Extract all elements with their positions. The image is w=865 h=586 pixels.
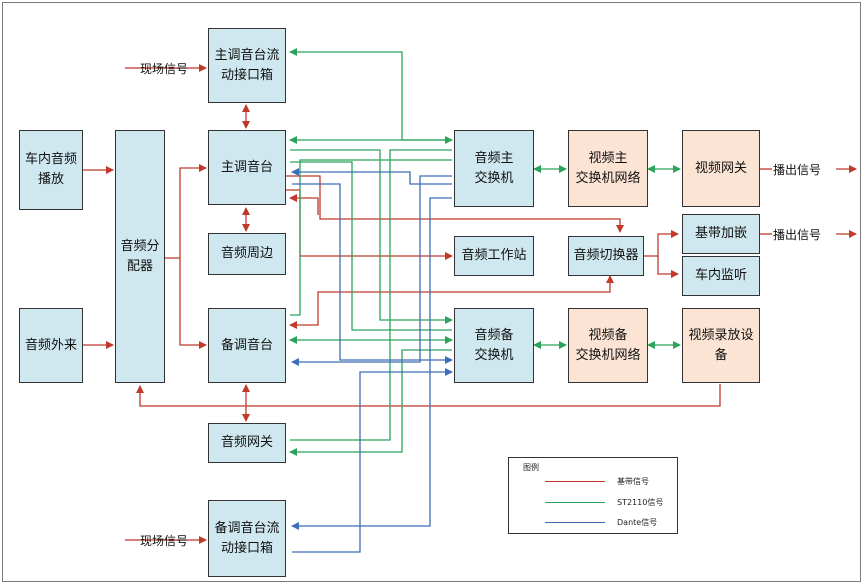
legend-label-st2110: ST2110信号 <box>617 498 664 507</box>
main-console-to-backup-switch-2 <box>290 161 452 331</box>
box-in-car-playback: 车内音频 播放 <box>19 130 83 210</box>
box-audio-main-switch: 音频主 交换机 <box>454 130 534 207</box>
label-site-signal-bottom: 现场信号 <box>140 534 189 548</box>
legend-item-dante: Dante信号 <box>545 516 671 528</box>
main-console-to-backup-switch <box>290 149 453 324</box>
legend: 图例 基带信号 ST2110信号 Dante信号 <box>508 457 678 534</box>
box-video-gateway: 视频网关 <box>682 130 760 207</box>
main-switch-to-main-console <box>291 168 452 185</box>
legend-swatch-st2110 <box>545 502 605 503</box>
switcher-feedback-main <box>289 194 319 215</box>
box-baseband-embed: 基带加嵌 <box>682 214 760 254</box>
main-switch-to-backup-io <box>291 197 452 530</box>
box-audio-distributor: 音频分 配器 <box>115 130 165 383</box>
box-main-console-io: 主调音台流 动接口箱 <box>208 28 286 103</box>
backup-console-to-main-switch <box>290 159 452 316</box>
legend-swatch-baseband <box>545 481 605 482</box>
box-audio-backup-switch: 音频备 交换机 <box>454 308 534 383</box>
box-backup-console-io: 备调音台流 动接口箱 <box>208 500 286 577</box>
box-audio-switcher: 音频切换器 <box>568 236 644 276</box>
box-video-backup-network: 视频备 交换机网络 <box>568 308 648 383</box>
box-audio-peripheral: 音频周边 <box>208 233 286 275</box>
st2110-lines <box>289 48 681 456</box>
dante-lines <box>291 168 453 553</box>
box-backup-console: 备调音台 <box>208 308 286 383</box>
legend-item-baseband: 基带信号 <box>545 475 671 487</box>
distributor-to-main-console <box>165 164 207 259</box>
box-video-main-network: 视频主 交换机网络 <box>568 130 648 207</box>
box-video-recorder: 视频录放设 备 <box>682 308 760 383</box>
label-broadcast-out-1: 播出信号 <box>773 163 822 177</box>
label-broadcast-out-2: 播出信号 <box>773 228 822 242</box>
legend-title: 图例 <box>523 463 539 472</box>
main-console-to-workstation <box>286 189 453 260</box>
backup-io-to-backup-switch <box>292 368 453 553</box>
main-switch-to-backup-console <box>291 175 452 366</box>
distributor-to-backup-console <box>179 258 207 349</box>
legend-swatch-dante <box>545 522 605 523</box>
box-audio-gateway: 音频网关 <box>208 423 286 463</box>
box-main-console: 主调音台 <box>208 130 286 205</box>
main-console-to-switcher <box>286 175 624 233</box>
gateway-to-main-switch <box>290 149 452 441</box>
box-in-car-monitor: 车内监听 <box>682 256 760 296</box>
main-switch-to-main-io <box>289 48 450 141</box>
legend-label-baseband: 基带信号 <box>617 477 649 486</box>
gateway-to-backup-switch <box>289 349 452 456</box>
switcher-to-embed <box>644 230 679 257</box>
legend-item-st2110: ST2110信号 <box>545 496 671 508</box>
switcher-to-backup-console <box>289 275 614 329</box>
box-external-audio: 音频外来 <box>19 308 83 383</box>
legend-label-dante: Dante信号 <box>617 518 658 527</box>
label-site-signal-top: 现场信号 <box>140 62 189 76</box>
baseband-lines <box>83 64 857 544</box>
main-console-to-backup-switch-dante <box>292 183 453 364</box>
switcher-to-monitor <box>657 256 679 278</box>
box-audio-workstation: 音频工作站 <box>454 236 534 276</box>
